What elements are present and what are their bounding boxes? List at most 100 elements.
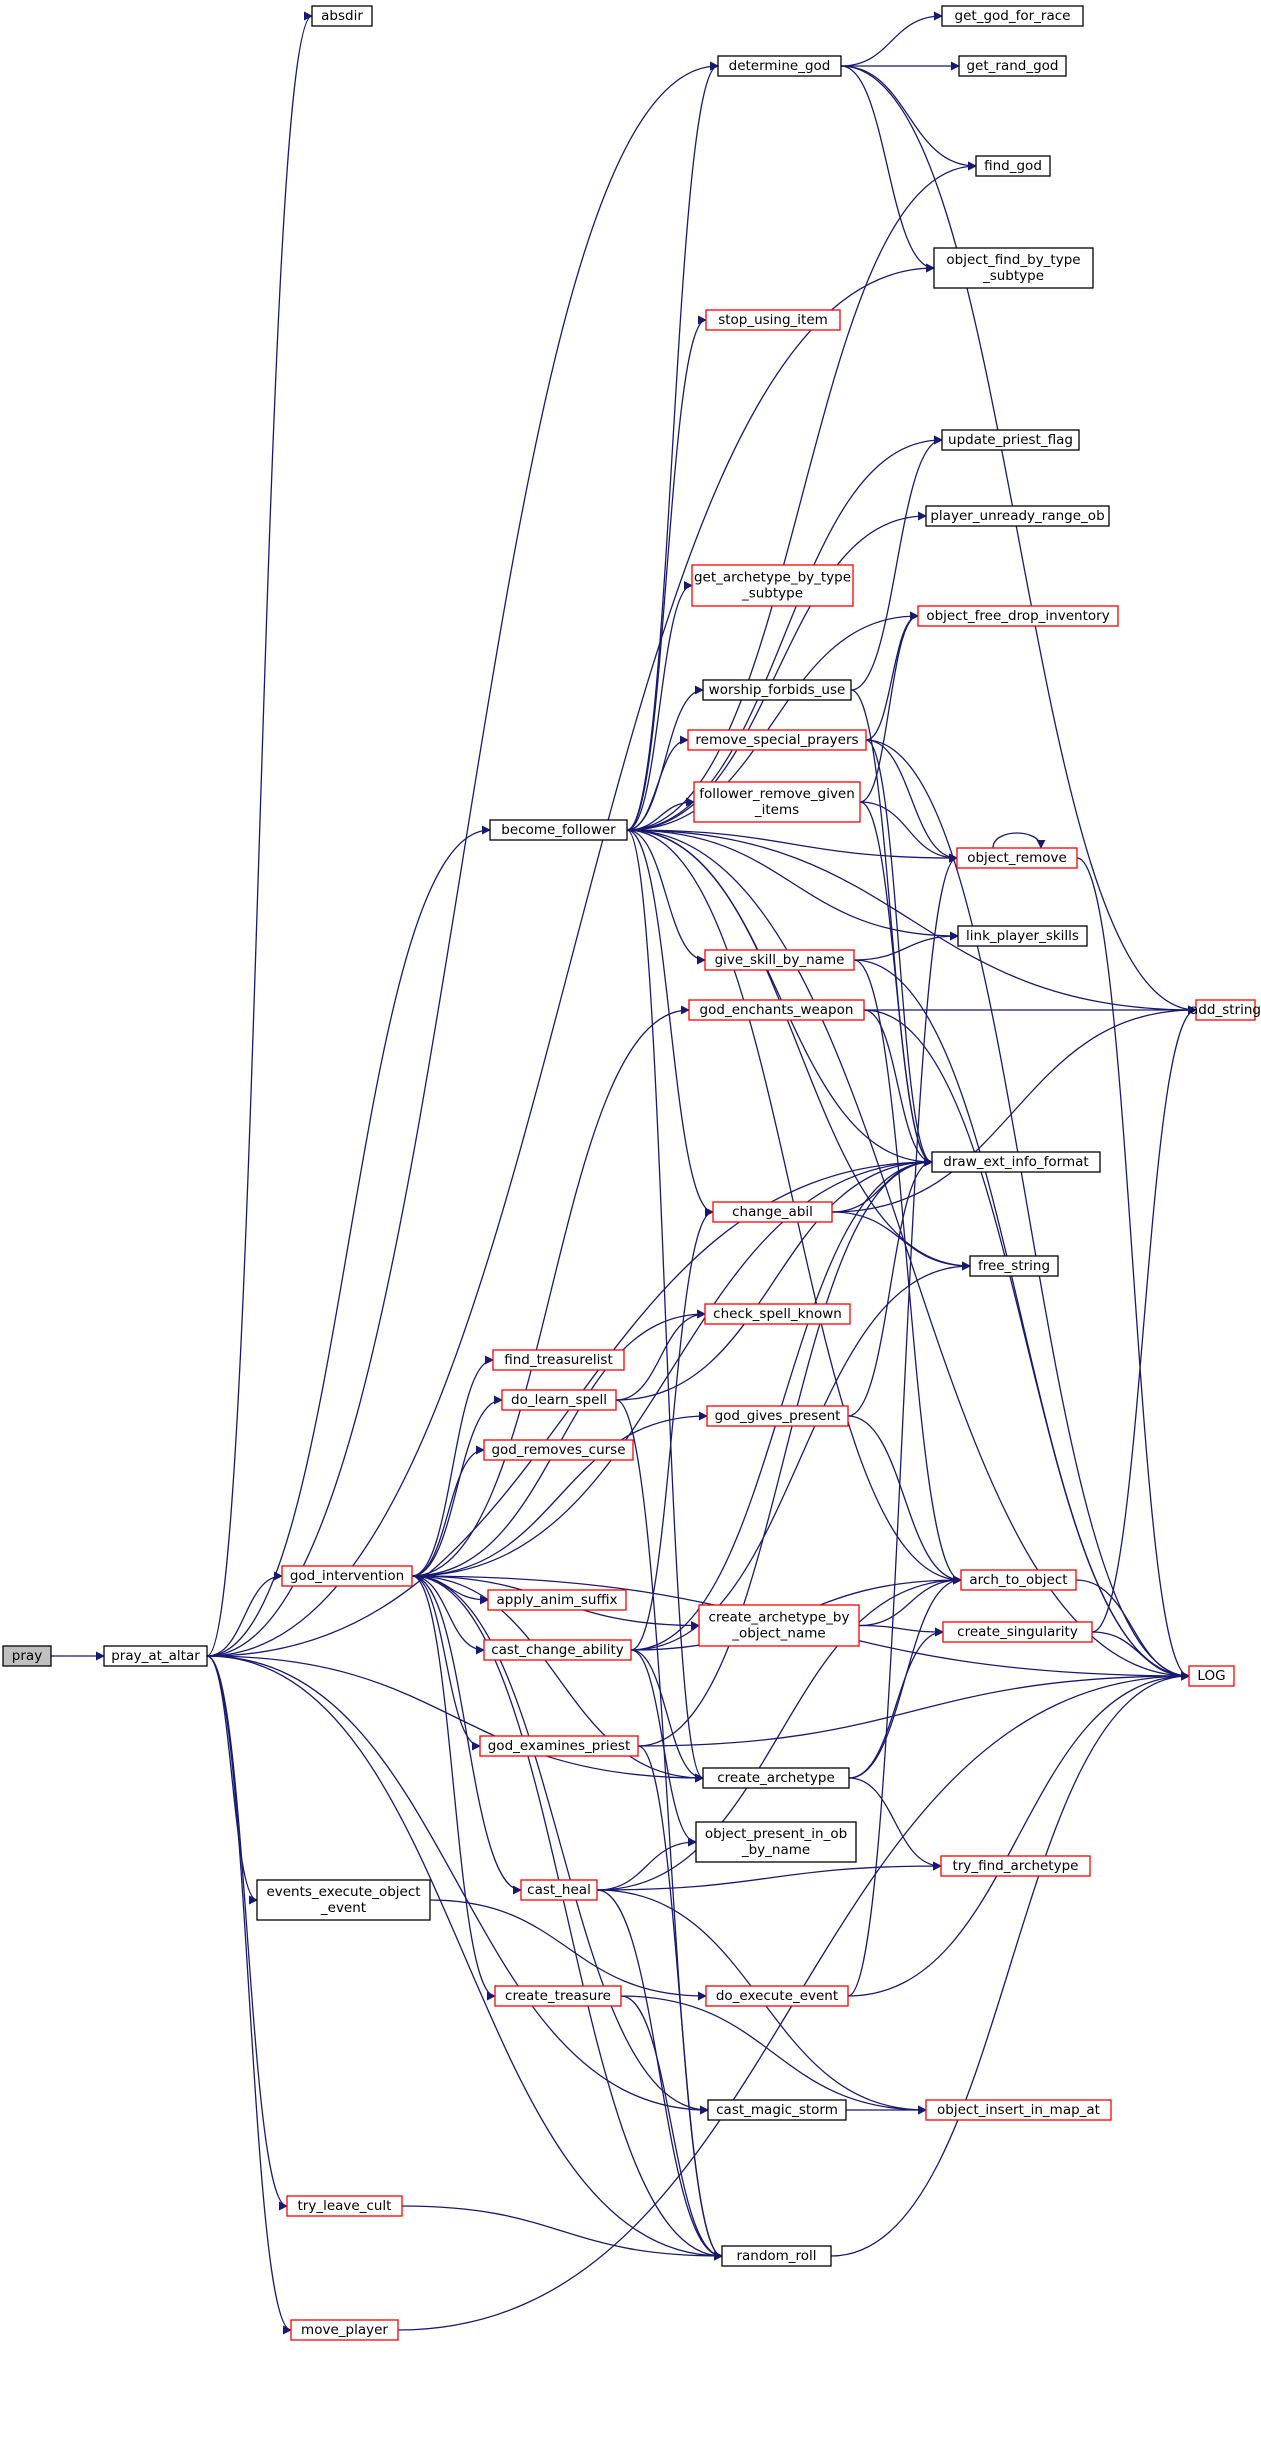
node-god_examines_priest[interactable]: god_examines_priest: [479, 1735, 639, 1757]
node-box[interactable]: [702, 679, 852, 701]
node-box[interactable]: [956, 847, 1078, 869]
node-check_spell_known[interactable]: check_spell_known: [704, 1303, 851, 1325]
node-box[interactable]: [940, 1855, 1091, 1877]
node-get_rand_god[interactable]: get_rand_god: [958, 55, 1067, 77]
node-box[interactable]: [941, 5, 1084, 27]
node-box[interactable]: [2, 1645, 52, 1667]
node-follower_remove_given_items[interactable]: follower_remove_given_items: [693, 781, 861, 823]
node-box[interactable]: [687, 729, 867, 751]
node-box[interactable]: [960, 1569, 1077, 1591]
node-free_string[interactable]: free_string: [969, 1255, 1059, 1277]
node-box[interactable]: [917, 605, 1119, 627]
node-box[interactable]: [479, 1735, 639, 1757]
node-try_leave_cult[interactable]: try_leave_cult: [286, 2195, 403, 2217]
node-object_present_in_ob_by_name[interactable]: object_present_in_ob_by_name: [695, 1821, 857, 1863]
node-update_priest_flag[interactable]: update_priest_flag: [941, 429, 1080, 451]
node-LOG[interactable]: LOG: [1188, 1665, 1235, 1687]
node-box[interactable]: [925, 505, 1110, 527]
node-box[interactable]: [957, 925, 1088, 947]
node-worship_forbids_use[interactable]: worship_forbids_use: [702, 679, 852, 701]
node-create_archetype[interactable]: create_archetype: [702, 1767, 850, 1789]
node-box[interactable]: [693, 781, 861, 823]
node-create_singularity[interactable]: create_singularity: [942, 1621, 1093, 1643]
node-link_player_skills[interactable]: link_player_skills: [957, 925, 1088, 947]
node-box[interactable]: [1195, 999, 1256, 1021]
node-try_find_archetype[interactable]: try_find_archetype: [940, 1855, 1091, 1877]
node-stop_using_item[interactable]: stop_using_item: [705, 309, 841, 331]
node-box[interactable]: [487, 1589, 627, 1611]
node-object_find_by_type_subtype[interactable]: object_find_by_type_subtype: [933, 247, 1094, 289]
node-box[interactable]: [483, 1439, 634, 1461]
node-create_treasure[interactable]: create_treasure: [494, 1985, 622, 2007]
node-get_god_for_race[interactable]: get_god_for_race: [941, 5, 1084, 27]
node-box[interactable]: [975, 155, 1051, 177]
node-object_insert_in_map_at[interactable]: object_insert_in_map_at: [925, 2099, 1112, 2121]
node-box[interactable]: [286, 2195, 403, 2217]
node-box[interactable]: [969, 1255, 1059, 1277]
node-box[interactable]: [688, 999, 865, 1021]
node-player_unready_range_ob[interactable]: player_unready_range_ob: [925, 505, 1110, 527]
node-become_follower[interactable]: become_follower: [489, 819, 628, 841]
node-cast_change_ability[interactable]: cast_change_ability: [483, 1639, 632, 1661]
node-apply_anim_suffix[interactable]: apply_anim_suffix: [487, 1589, 627, 1611]
node-box[interactable]: [705, 309, 841, 331]
node-box[interactable]: [925, 2099, 1112, 2121]
node-move_player[interactable]: move_player: [290, 2319, 399, 2341]
node-random_roll[interactable]: random_roll: [721, 2245, 832, 2267]
node-box[interactable]: [492, 1349, 625, 1371]
node-give_skill_by_name[interactable]: give_skill_by_name: [704, 949, 855, 971]
node-box[interactable]: [494, 1985, 622, 2007]
node-box[interactable]: [958, 55, 1067, 77]
node-box[interactable]: [707, 2099, 847, 2121]
node-god_intervention[interactable]: god_intervention: [281, 1565, 413, 1587]
node-box[interactable]: [311, 5, 373, 27]
node-find_god[interactable]: find_god: [975, 155, 1051, 177]
node-box[interactable]: [483, 1639, 632, 1661]
node-box[interactable]: [281, 1565, 413, 1587]
node-box[interactable]: [717, 55, 842, 77]
node-box[interactable]: [942, 1621, 1093, 1643]
node-box[interactable]: [698, 1604, 860, 1647]
node-do_execute_event[interactable]: do_execute_event: [705, 1985, 849, 2007]
node-god_gives_present[interactable]: god_gives_present: [706, 1405, 849, 1427]
node-box[interactable]: [704, 1303, 851, 1325]
node-box[interactable]: [290, 2319, 399, 2341]
node-determine_god[interactable]: determine_god: [717, 55, 842, 77]
node-draw_ext_info_format[interactable]: draw_ext_info_format: [931, 1151, 1101, 1173]
node-box[interactable]: [933, 247, 1094, 289]
node-box[interactable]: [706, 1405, 849, 1427]
node-box[interactable]: [256, 1879, 431, 1921]
node-arch_to_object[interactable]: arch_to_object: [960, 1569, 1077, 1591]
node-box[interactable]: [695, 1821, 857, 1863]
node-box[interactable]: [712, 1201, 833, 1223]
node-box[interactable]: [704, 949, 855, 971]
node-box[interactable]: [489, 819, 628, 841]
node-pray[interactable]: pray: [2, 1645, 52, 1667]
node-box[interactable]: [721, 2245, 832, 2267]
node-box[interactable]: [705, 1985, 849, 2007]
node-box[interactable]: [691, 564, 854, 607]
node-box[interactable]: [931, 1151, 1101, 1173]
node-god_enchants_weapon[interactable]: god_enchants_weapon: [688, 999, 865, 1021]
node-events_execute_object_event[interactable]: events_execute_object_event: [256, 1879, 431, 1921]
node-remove_special_prayers[interactable]: remove_special_prayers: [687, 729, 867, 751]
node-box[interactable]: [702, 1767, 850, 1789]
node-object_remove[interactable]: object_remove: [956, 847, 1078, 869]
node-change_abil[interactable]: change_abil: [712, 1201, 833, 1223]
node-add_string[interactable]: add_string: [1190, 999, 1261, 1021]
node-box[interactable]: [520, 1879, 598, 1901]
node-get_archetype_by_type_subtype[interactable]: get_archetype_by_type_subtype: [691, 564, 854, 607]
node-create_archetype_by_object_name[interactable]: create_archetype_by_object_name: [698, 1604, 860, 1647]
node-object_free_drop_inventory[interactable]: object_free_drop_inventory: [917, 605, 1119, 627]
node-box[interactable]: [103, 1645, 208, 1667]
node-pray_at_altar[interactable]: pray_at_altar: [103, 1645, 208, 1667]
node-god_removes_curse[interactable]: god_removes_curse: [483, 1439, 634, 1461]
node-box[interactable]: [501, 1389, 617, 1411]
node-box[interactable]: [1188, 1665, 1235, 1687]
node-do_learn_spell[interactable]: do_learn_spell: [501, 1389, 617, 1411]
node-box[interactable]: [941, 429, 1080, 451]
node-cast_magic_storm[interactable]: cast_magic_storm: [707, 2099, 847, 2121]
node-absdir[interactable]: absdir: [311, 5, 373, 27]
node-cast_heal[interactable]: cast_heal: [520, 1879, 598, 1901]
node-find_treasurelist[interactable]: find_treasurelist: [492, 1349, 625, 1371]
